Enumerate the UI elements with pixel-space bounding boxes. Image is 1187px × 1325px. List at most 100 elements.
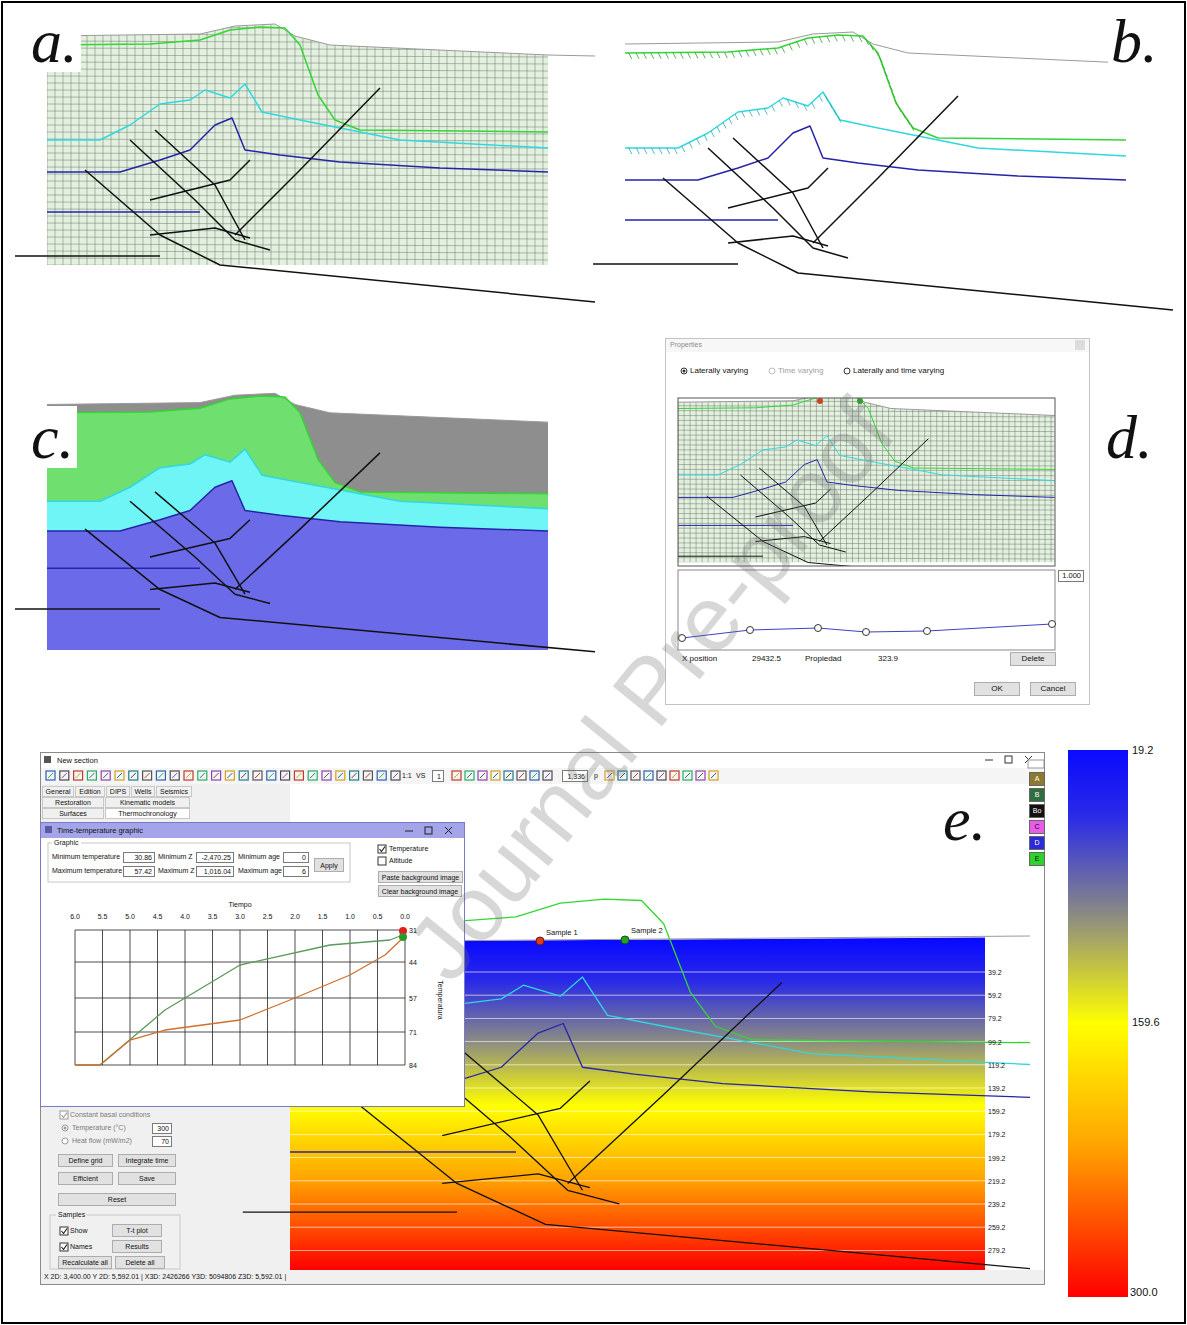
fault-line (150, 228, 250, 238)
deformation-tick (682, 146, 685, 152)
input-box: 6 (283, 866, 309, 877)
grid-line (327, 0, 328, 265)
deformation-tick (711, 131, 714, 137)
legend-chip: A (1029, 772, 1045, 786)
grid-line (47, 97, 548, 99)
check-box (378, 857, 386, 865)
deformation-tick (882, 64, 885, 70)
grid-line (47, 27, 548, 29)
deformation-tick (895, 99, 898, 105)
toolbar-icon-mark (393, 773, 398, 778)
toolbar-icon (143, 771, 152, 780)
tick-label: 4.0 (180, 913, 190, 920)
deformation-tick (890, 85, 893, 91)
window-icon (45, 826, 52, 833)
control-point (815, 625, 822, 632)
toolbar-icon (74, 771, 83, 780)
deformation-tick (753, 50, 756, 56)
grid-line (263, 0, 264, 265)
chart-grid (75, 962, 405, 963)
deformation-tick (911, 125, 914, 131)
deformation-tick (629, 148, 632, 154)
tick-label: 71 (409, 1029, 417, 1036)
toolbar-icon (267, 771, 276, 780)
deformation-tick (796, 102, 799, 108)
deformation-tick (651, 53, 654, 59)
toolbar-icon (696, 771, 705, 780)
push-button: Reset (58, 1193, 176, 1206)
grid-line (367, 0, 368, 265)
fault-line (733, 138, 823, 248)
grid-line (103, 0, 104, 265)
grid-line (47, 258, 548, 260)
checkbox-label: Names (70, 1243, 92, 1250)
toolbar-icon-mark (186, 773, 191, 778)
toolbar-icon (281, 771, 290, 780)
grid-line (696, 398, 697, 563)
legend-text: C (1029, 820, 1045, 834)
button-text: Restoration (55, 799, 91, 806)
fault-line (663, 178, 1173, 310)
button-text: Kinematic models (120, 799, 175, 806)
layer-fills (47, 393, 548, 650)
sample-dot (621, 936, 629, 944)
button-text: DIPS (110, 788, 126, 795)
button-text: Save (139, 1175, 155, 1182)
radio-button (62, 1138, 68, 1144)
toolbar-icon-mark (89, 773, 94, 778)
chart-grid (75, 930, 405, 931)
axis-title: Tiempo (228, 901, 251, 908)
tab-button: Edition (75, 786, 105, 797)
grid-line (47, 90, 548, 92)
checkbox-label: Altitude (389, 857, 412, 864)
toolbar-icon-mark (255, 773, 260, 778)
toolbar-icon-mark (365, 773, 370, 778)
button-text: 1.000 (1062, 572, 1081, 580)
grid-line (47, 160, 548, 162)
dialog-titlebar (665, 338, 1090, 352)
panel-letter: d. (1103, 406, 1156, 468)
button-text: Delete (1021, 655, 1044, 663)
window-titlebar (41, 823, 464, 838)
button-text: 6 (302, 868, 306, 875)
deformation-tick (724, 52, 727, 58)
toolbar-icon-mark (659, 773, 664, 778)
grid-line (439, 0, 440, 265)
check-box (378, 845, 386, 853)
toolbar-icon (239, 771, 248, 780)
button-text: Recalculate all (62, 1259, 108, 1266)
checkbox-label: Show (70, 1227, 88, 1234)
panel-a (15, 0, 595, 302)
fault-line (85, 529, 595, 652)
toolbar-icon-mark (506, 773, 511, 778)
check-box (60, 1227, 68, 1235)
horizon-line (47, 481, 548, 531)
tick-label: 2.0 (290, 913, 300, 920)
horizon-line (47, 567, 200, 569)
tt-window (40, 822, 465, 1107)
check-box (60, 1243, 68, 1251)
fault-line (728, 236, 828, 246)
deformation-tick (749, 111, 752, 117)
deformation-tick (665, 53, 668, 59)
close-box (1075, 340, 1085, 350)
push-button: Delete (1010, 652, 1056, 666)
deformation-tick (779, 101, 782, 107)
sample-label: Sample 1 (546, 929, 578, 937)
toolbar-icon-mark (48, 773, 53, 778)
grid-line (471, 0, 472, 265)
minimize-icon (985, 760, 993, 761)
toolbar-icon (253, 771, 262, 780)
tt-path (75, 936, 405, 1065)
push-button: Define grid (58, 1154, 113, 1167)
control-point (1049, 621, 1056, 628)
field-label: Minimum age (238, 853, 280, 860)
isotherm-label: 99.2 (988, 1038, 1002, 1045)
push-button: Integrate time (118, 1154, 176, 1167)
side-controls (50, 1111, 180, 1269)
isotherm-label: 59.2 (988, 992, 1002, 999)
axis-title: Temperatura (437, 980, 444, 1019)
isotherm-label: 219.2 (988, 1177, 1006, 1184)
toolbar-icon (644, 771, 653, 780)
